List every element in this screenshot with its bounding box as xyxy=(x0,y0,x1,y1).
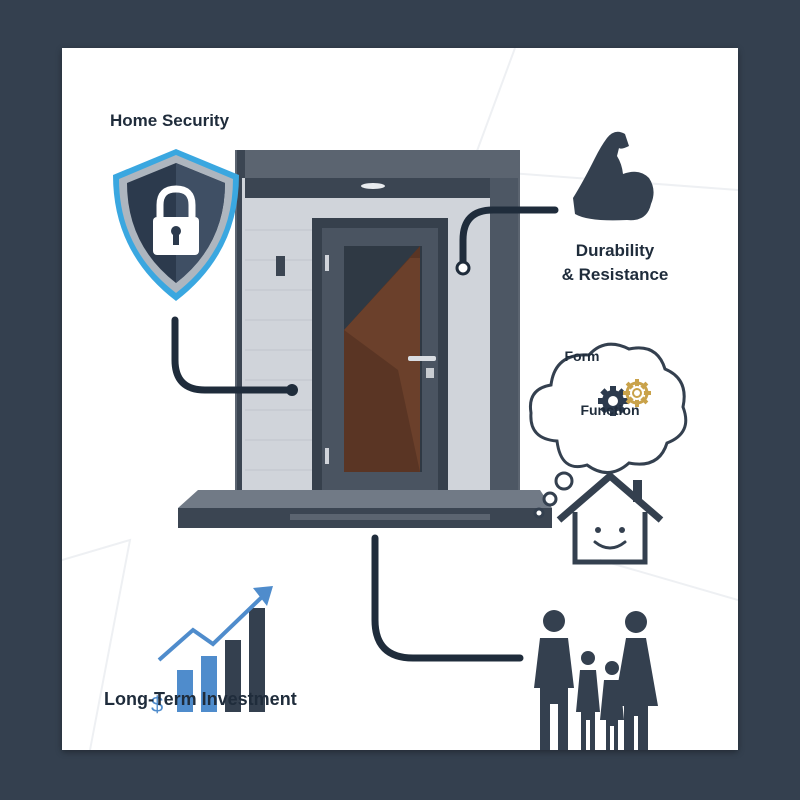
dollar-sign: $ xyxy=(151,692,163,717)
bar-2 xyxy=(201,656,217,712)
illustration xyxy=(62,48,738,750)
infographic-card: $ Home Security Durability & Resistance … xyxy=(62,48,738,750)
label-durability-line1: Durability xyxy=(575,241,655,260)
family-icon xyxy=(534,610,658,750)
porch-step xyxy=(178,490,552,528)
bar-1 xyxy=(177,670,193,712)
label-form: Form xyxy=(564,348,600,364)
connector-lines xyxy=(171,206,559,662)
smiling-house-icon xyxy=(556,471,664,565)
rising-bar-chart-icon: $ xyxy=(151,586,273,717)
shield-lock-icon xyxy=(113,149,239,301)
label-home-security: Home Security xyxy=(110,111,230,130)
bar-4 xyxy=(249,608,265,712)
label-durability-line2: & Resistance xyxy=(561,265,669,284)
gears-thought-bubble-icon xyxy=(528,342,688,519)
label-durability: Durability & Resistance xyxy=(545,239,685,287)
flexed-arm-icon xyxy=(573,131,654,221)
front-door xyxy=(312,218,448,494)
label-long-term-investment: Long-Term Investment xyxy=(104,689,297,709)
bar-3 xyxy=(225,640,241,712)
label-function: Function xyxy=(580,402,640,418)
